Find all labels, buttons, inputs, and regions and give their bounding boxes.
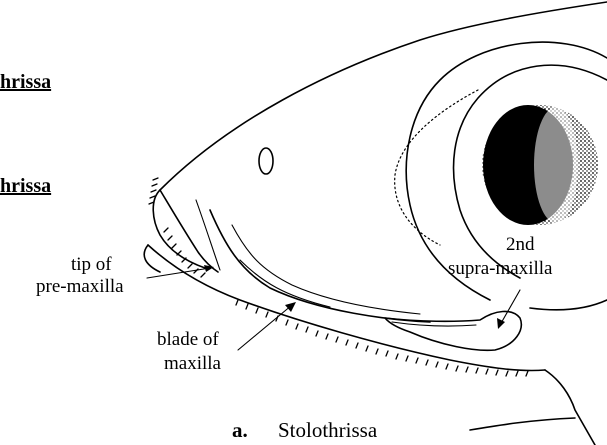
cropped-label-top: hrissa	[0, 71, 51, 93]
label-supramaxilla-line2: supra-maxilla	[448, 258, 553, 279]
arrowhead-blade-maxilla	[285, 302, 296, 312]
chin-line	[470, 418, 575, 430]
premaxilla	[160, 190, 218, 272]
lower-jaw-edge	[545, 370, 595, 445]
cropped-label-bottom: hrissa	[0, 175, 51, 197]
label-tip-premaxilla-line1: tip of	[71, 254, 112, 275]
leader-supramaxilla	[500, 290, 520, 325]
label-blade-maxilla-line2: maxilla	[164, 353, 222, 374]
supramaxilla-inner	[392, 322, 476, 326]
maxilla-blade	[210, 210, 430, 322]
maxilla-blade-inner	[232, 225, 420, 314]
maxilla-teeth	[236, 300, 528, 376]
label-tip-premaxilla-line2: pre-maxilla	[36, 276, 124, 297]
opercle-curve	[530, 300, 607, 310]
label-supramaxilla-line1: 2nd	[506, 234, 535, 255]
maxilla-blade-line	[240, 260, 330, 307]
arrowhead-supramaxilla	[497, 318, 505, 329]
label-blade-maxilla-line1: blade of	[157, 329, 219, 350]
premaxilla-inner	[196, 200, 220, 270]
caption-text: Stolothrissa	[278, 418, 378, 442]
caption-letter: a.	[232, 418, 248, 442]
eye	[482, 105, 598, 225]
nostril	[259, 148, 273, 174]
supramaxilla	[385, 311, 521, 350]
leader-blade-maxilla	[238, 305, 292, 350]
